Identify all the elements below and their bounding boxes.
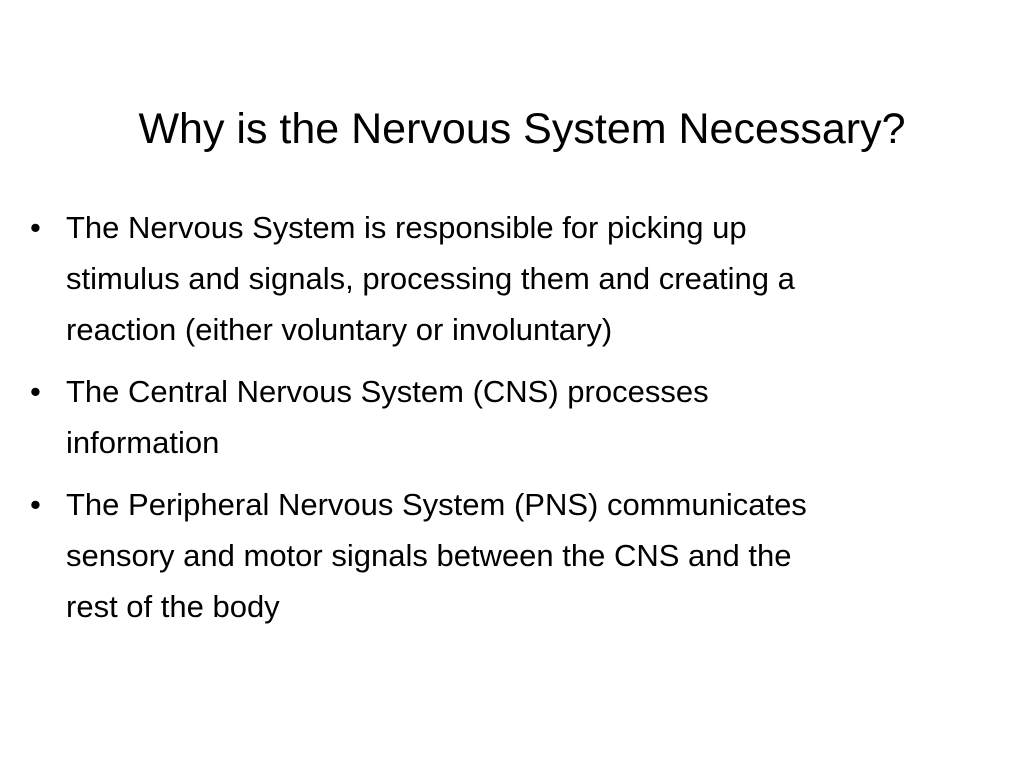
bullet-line: The Peripheral Nervous System (PNS) comm… — [66, 487, 807, 522]
bullet-line: information — [66, 425, 220, 460]
bullet-marker: • — [30, 487, 41, 522]
bullet-item-cns: • The Central Nervous System (CNS) proce… — [28, 366, 988, 468]
bullet-list: • The Nervous System is responsible for … — [28, 202, 988, 643]
bullet-item-pns: • The Peripheral Nervous System (PNS) co… — [28, 479, 988, 632]
bullet-line: rest of the body — [66, 589, 280, 624]
bullet-line: sensory and motor signals between the CN… — [66, 538, 792, 573]
slide-title: Why is the Nervous System Necessary? — [138, 105, 906, 153]
bullet-marker: • — [30, 210, 41, 245]
bullet-item-nervous-system: • The Nervous System is responsible for … — [28, 202, 988, 355]
bullet-marker: • — [30, 374, 41, 409]
bullet-line: reaction (either voluntary or involuntar… — [66, 312, 613, 347]
bullet-line: The Central Nervous System (CNS) process… — [66, 374, 709, 409]
bullet-line: The Nervous System is responsible for pi… — [66, 210, 747, 245]
bullet-line: stimulus and signals, processing them an… — [66, 261, 795, 296]
